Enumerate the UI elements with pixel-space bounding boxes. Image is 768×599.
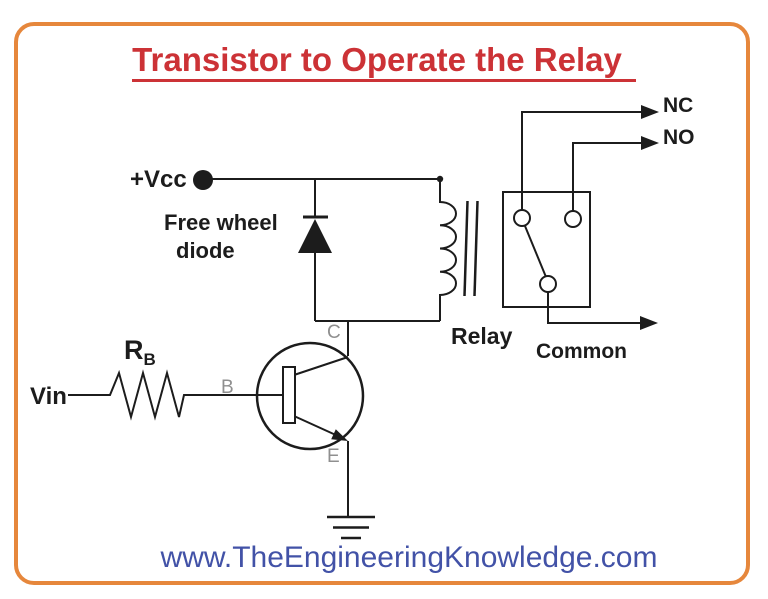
website-watermark: www.TheEngineeringKnowledge.com (160, 541, 658, 574)
page-title: Transistor to Operate the Relay (0, 41, 768, 82)
diode-cathode-bar (303, 215, 328, 219)
solid-shapes (193, 105, 659, 441)
transistor-base-bar (282, 366, 296, 424)
emitter-arrowhead-icon (331, 429, 348, 441)
coil-core-line-2 (473, 200, 479, 297)
nc-label: NC (663, 94, 694, 117)
contact-terminal-common (539, 275, 557, 293)
pin-label-base: B (221, 377, 234, 398)
pin-label-collector: C (327, 322, 341, 343)
vcc-label: +Vcc (130, 166, 187, 193)
common-arrowhead-icon (640, 316, 658, 330)
freewheel-diode-triangle (298, 219, 332, 253)
resistor-name: R (124, 335, 144, 365)
outer-border-frame (14, 22, 750, 585)
wire-nc (521, 111, 645, 210)
junction-dot (436, 175, 444, 183)
wire-common (547, 292, 644, 324)
wire-no (572, 142, 645, 211)
npn-transistor-circle (255, 341, 365, 451)
contact-terminal-nc (513, 209, 531, 227)
vin-label: Vin (30, 383, 67, 410)
wire-emitter-diagonal (293, 415, 339, 437)
freewheel-diode-label-line2: diode (176, 238, 235, 263)
coil-core-line-1 (463, 200, 469, 297)
page-title-text: Transistor to Operate the Relay (132, 41, 636, 82)
common-label: Common (536, 340, 627, 363)
relay-contact-box (502, 191, 591, 308)
resistor-subscript: B (143, 350, 156, 369)
relay-label: Relay (451, 323, 513, 349)
base-resistor-label: RB (124, 335, 156, 369)
wires (68, 111, 645, 540)
contact-terminal-no (564, 210, 582, 228)
no-arrowhead-icon (641, 136, 659, 150)
ground-symbol (327, 515, 375, 540)
pin-label-emitter: E (327, 446, 340, 467)
freewheel-diode-label-line1: Free wheel (164, 210, 278, 235)
base-resistor-symbol (68, 369, 283, 421)
no-label: NO (663, 126, 695, 149)
vcc-terminal-dot (193, 170, 213, 190)
nc-arrowhead-icon (641, 105, 659, 119)
relay-coil-symbol (439, 179, 457, 321)
wire-collector-diagonal (293, 356, 349, 376)
switch-arm (524, 225, 547, 278)
